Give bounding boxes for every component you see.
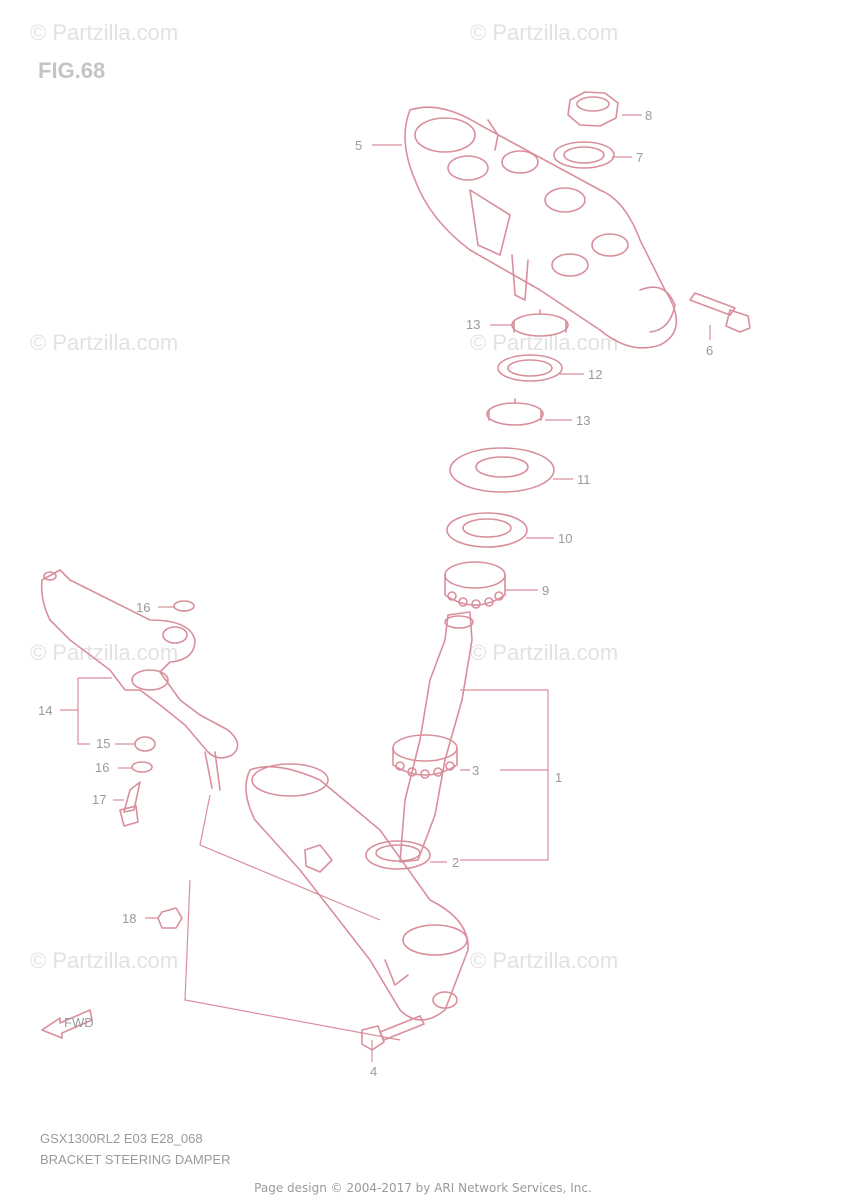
model-code: GSX1300RL2 E03 E28_068 — [40, 1131, 203, 1146]
callout-15: 15 — [96, 736, 110, 751]
callout-7: 7 — [636, 150, 643, 165]
callout-17: 17 — [92, 792, 106, 807]
callout-12: 12 — [588, 367, 602, 382]
washer — [553, 141, 615, 169]
damper-nut — [157, 907, 183, 929]
callout-2: 2 — [452, 855, 459, 870]
damper-cushion — [134, 736, 156, 752]
watermark-mid-right: © Partzilla.com — [470, 330, 618, 355]
watermark-bottom-left: © Partzilla.com — [30, 948, 178, 973]
diagram-title: BRACKET STEERING DAMPER — [40, 1152, 230, 1167]
front-marker-label: FWD — [64, 1015, 94, 1030]
lower-bearing — [392, 734, 458, 779]
callout-1: 1 — [555, 770, 562, 785]
lock-washer — [497, 354, 563, 382]
steering-damper — [40, 569, 239, 791]
upper-bracket-bolt — [689, 292, 751, 333]
lower-dust-seal — [365, 840, 431, 870]
callout-11: 11 — [577, 472, 591, 487]
watermark-lower-right: © Partzilla.com — [470, 640, 618, 665]
callout-5: 5 — [355, 138, 362, 153]
callout-6: 6 — [706, 343, 713, 358]
callout-16-lower: 16 — [95, 760, 109, 775]
steering-stem-nut — [567, 91, 619, 127]
callout-18: 18 — [122, 911, 136, 926]
callout-14: 14 — [38, 703, 52, 718]
watermark-top-right: © Partzilla.com — [470, 20, 618, 45]
watermark-lower-left: © Partzilla.com — [30, 640, 178, 665]
callout-3: 3 — [472, 763, 479, 778]
callouts: 1 2 3 4 5 6 7 8 9 10 11 12 13 13 14 15 1… — [38, 108, 713, 1079]
callout-16-upper: 16 — [136, 600, 150, 615]
callout-13-lower: 13 — [576, 413, 590, 428]
damper-washer-lower — [131, 761, 153, 773]
watermark-mid-left: © Partzilla.com — [30, 330, 178, 355]
callout-8: 8 — [645, 108, 652, 123]
callout-9: 9 — [542, 583, 549, 598]
callout-10: 10 — [558, 531, 572, 546]
callout-13-upper: 13 — [466, 317, 480, 332]
damper-bolt — [119, 781, 141, 827]
upper-bearing — [444, 561, 506, 609]
lower-bracket — [245, 611, 474, 1021]
watermark-bottom-right: © Partzilla.com — [470, 948, 618, 973]
front-direction-arrow: FWD — [41, 1009, 94, 1039]
lower-bracket-bolt — [361, 1015, 425, 1051]
bearing-washer — [446, 512, 528, 548]
page-footer: Page design © 2004-2017 by ARI Network S… — [254, 1181, 592, 1195]
callout-4: 4 — [370, 1064, 377, 1079]
figure-label: FIG.68 — [38, 58, 105, 83]
damper-washer-upper — [173, 600, 195, 612]
dust-seal — [449, 447, 555, 493]
leader-lines — [60, 114, 711, 1062]
lock-nut-lower — [486, 398, 544, 426]
upper-bracket — [404, 106, 678, 349]
watermark-top-left: © Partzilla.com — [30, 20, 178, 45]
